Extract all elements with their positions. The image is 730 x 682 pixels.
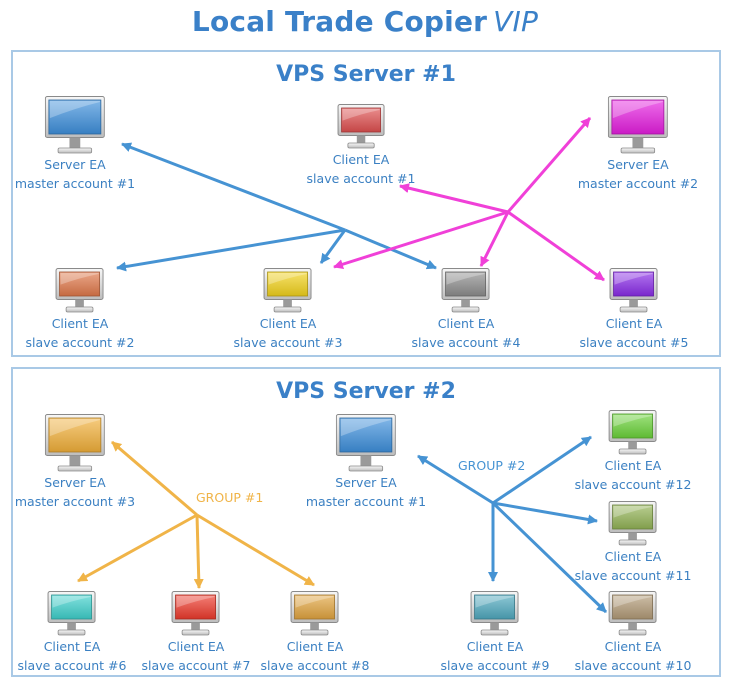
vps-server-1-title: VPS Server #1	[276, 62, 456, 87]
link-g1-to-master3	[111, 440, 198, 517]
node-label-line2: master account #3	[14, 494, 136, 509]
node-label-line2: slave account #2	[25, 335, 135, 350]
link-hub1-to-slave3	[319, 229, 347, 264]
node-label-line1: Client EA	[43, 639, 101, 654]
link-g2-to-slave10	[491, 501, 608, 614]
node-label-line2: master account #1	[14, 176, 136, 191]
node-label-line2: slave account #8	[260, 658, 370, 673]
node-server-master-1: Server EA master account #1	[15, 96, 135, 192]
monitor-icon	[608, 410, 657, 455]
node-label-line2: slave account #11	[574, 568, 692, 583]
node-label-line2: slave account #5	[579, 335, 689, 350]
node-label-line1: Client EA	[466, 639, 524, 654]
node-label-line2: slave account #7	[141, 658, 251, 673]
node-client-slave-7: Client EA slave account #7	[141, 591, 251, 674]
node-label-line2: slave account #1	[306, 171, 416, 186]
node-client-slave-10: Client EA slave account #10	[574, 591, 692, 674]
link-hub2-to-slave4	[479, 211, 510, 267]
node-label-line2: master account #2	[577, 176, 699, 191]
monitor-icon	[610, 268, 658, 313]
node-client-slave-6: Client EA slave account #6	[17, 591, 127, 674]
node-label-line2: slave account #6	[17, 658, 127, 673]
node-label-line1: Client EA	[167, 639, 225, 654]
monitor-icon	[608, 591, 657, 636]
vps-server-1-panel: VPS Server #1	[11, 50, 721, 357]
node-label-line1: Client EA	[605, 316, 663, 331]
monitor-icon	[44, 414, 105, 472]
link-g1-to-slave7	[193, 514, 204, 589]
vps1-magenta-links	[333, 117, 605, 282]
node-client-slave-9: Client EA slave account #9	[440, 591, 550, 674]
monitor-icon	[44, 96, 105, 154]
link-hub2-to-slave5	[507, 210, 605, 282]
node-server-master-1-vps2: Server EA master account #1	[306, 414, 426, 510]
vps2-blue-links	[417, 435, 608, 614]
monitor-icon	[56, 268, 104, 313]
vps-server-2-title: VPS Server #2	[276, 379, 456, 404]
monitor-icon	[337, 104, 385, 149]
link-hub2-to-slave1	[399, 183, 509, 214]
node-label-line1: Server EA	[335, 475, 397, 490]
monitor-icon	[608, 501, 657, 546]
node-client-slave-4: Client EA slave account #4	[411, 268, 521, 351]
node-label-line2: slave account #10	[574, 658, 692, 673]
vps2-orange-links	[77, 440, 315, 589]
link-g2-to-slave11	[492, 501, 598, 525]
node-label-line2: master account #1	[305, 494, 427, 509]
node-client-slave-11: Client EA slave account #11	[574, 501, 692, 584]
monitor-icon	[264, 268, 312, 313]
node-server-master-2: Server EA master account #2	[578, 96, 698, 192]
node-client-slave-12: Client EA slave account #12	[574, 410, 692, 493]
monitor-icon	[48, 591, 96, 636]
node-client-slave-2: Client EA slave account #2	[25, 268, 135, 351]
title-main: Local Trade Copier	[191, 5, 488, 38]
group-2-label: GROUP #2	[458, 458, 526, 473]
link-hub1-to-master1	[121, 142, 346, 232]
monitor-icon	[442, 268, 490, 313]
node-label-line2: slave account #12	[574, 477, 692, 492]
node-client-slave-1: Client EA slave account #1	[306, 104, 416, 187]
node-label-line1: Server EA	[607, 157, 669, 172]
node-label-line1: Client EA	[604, 639, 662, 654]
title-suffix: VIP	[493, 5, 539, 38]
node-label-line2: slave account #3	[233, 335, 343, 350]
node-label-line2: slave account #9	[440, 658, 550, 673]
link-hub2-to-slave3	[333, 210, 509, 270]
node-client-slave-5: Client EA slave account #5	[579, 268, 689, 351]
monitor-icon	[335, 414, 396, 472]
node-label-line1: Client EA	[51, 316, 109, 331]
node-label-line1: Client EA	[604, 458, 662, 473]
node-label-line1: Client EA	[286, 639, 344, 654]
link-hub1-to-slave2	[116, 228, 346, 272]
link-g2-to-slave12	[492, 435, 592, 505]
link-g1-to-slave8	[196, 513, 315, 587]
node-label-line1: Server EA	[44, 157, 106, 172]
node-label-line1: Server EA	[44, 475, 106, 490]
node-label-line1: Client EA	[604, 549, 662, 564]
node-label-line1: Client EA	[437, 316, 495, 331]
node-client-slave-3: Client EA slave account #3	[233, 268, 343, 351]
node-label-line2: slave account #4	[411, 335, 521, 350]
link-g2-to-master1	[417, 454, 494, 505]
group-1-label: GROUP #1	[196, 490, 264, 505]
node-label-line1: Client EA	[259, 316, 317, 331]
monitor-icon	[607, 96, 668, 154]
monitor-icon	[291, 591, 339, 636]
node-client-slave-8: Client EA slave account #8	[260, 591, 370, 674]
monitor-icon	[471, 591, 519, 636]
node-server-master-3: Server EA master account #3	[15, 414, 135, 510]
monitor-icon	[172, 591, 220, 636]
node-label-line1: Client EA	[332, 152, 390, 167]
link-hub2-to-master2	[506, 117, 592, 213]
link-g1-to-slave6	[77, 513, 198, 583]
